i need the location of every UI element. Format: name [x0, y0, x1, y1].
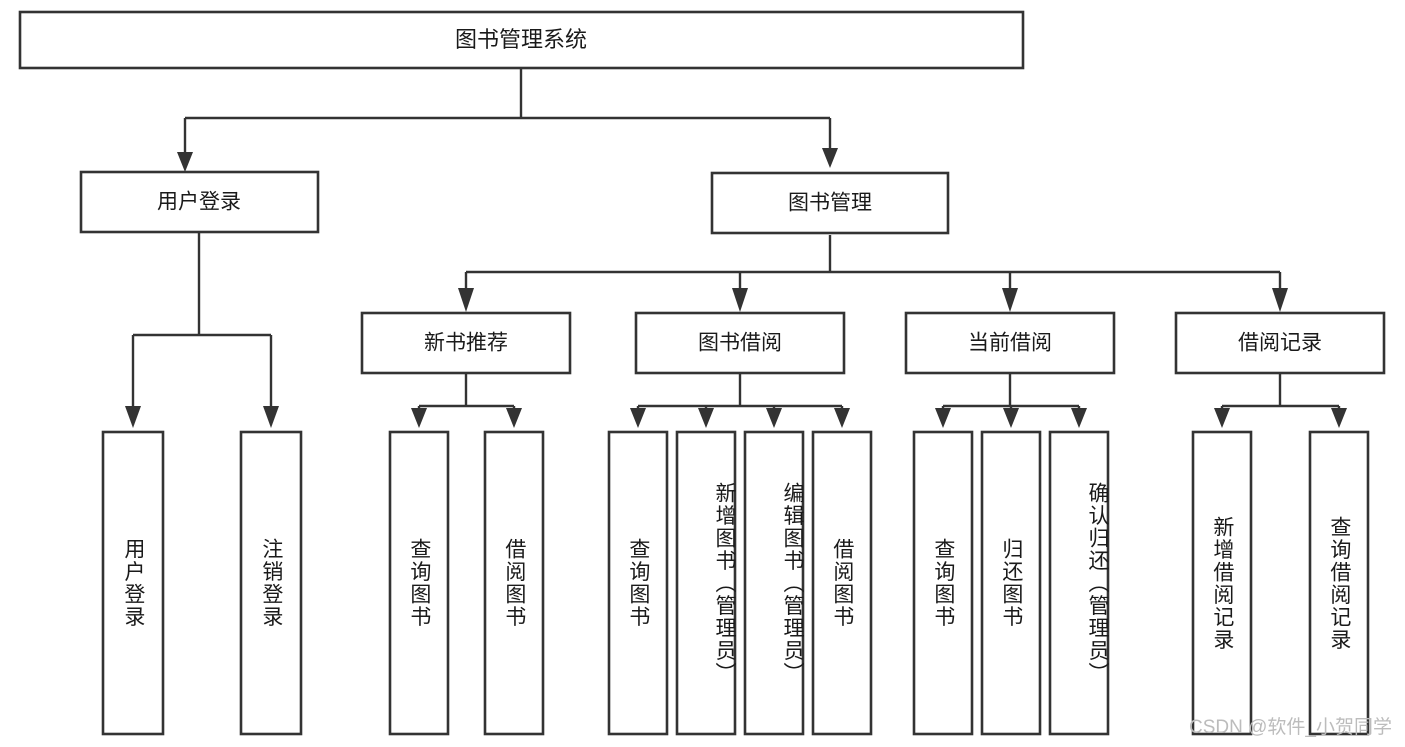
leaf-box-new-book-1[interactable] — [483, 430, 545, 736]
leaf-box-user-login-0[interactable] — [101, 430, 165, 736]
connector-current-borrow-branch — [935, 373, 1087, 428]
connector-root-bus — [177, 116, 838, 172]
leaf-box-book-borrow-3[interactable] — [811, 430, 873, 736]
leaf-box-current-borrow-2[interactable] — [1048, 430, 1110, 736]
leaf-box-book-borrow-1[interactable] — [675, 430, 737, 736]
leaf-box-user-login-1[interactable] — [239, 430, 303, 736]
leaf-box-borrow-record-0[interactable] — [1191, 430, 1253, 736]
node-user-login-label: 用户登录 — [157, 191, 241, 214]
node-new-book-recommend[interactable]: 新书推荐 — [360, 311, 572, 375]
node-root[interactable]: 图书管理系统 — [18, 10, 1025, 70]
node-borrow-records-label: 借阅记录 — [1238, 332, 1322, 355]
connector-book-manage-branch — [458, 235, 1288, 312]
connector-new-book-branch — [411, 373, 522, 428]
node-borrow-records[interactable]: 借阅记录 — [1174, 311, 1386, 375]
connector-user-login-branch — [125, 232, 279, 428]
leaf-box-new-book-0[interactable] — [388, 430, 450, 736]
node-book-borrow-label: 图书借阅 — [698, 332, 782, 355]
leaf-box-current-borrow-1[interactable] — [980, 430, 1042, 736]
csdn-watermark: CSDN @软件_小贺同学 — [1189, 717, 1392, 738]
leaf-box-book-borrow-2[interactable] — [743, 430, 805, 736]
connector-borrow-record-branch — [1214, 373, 1347, 428]
node-current-borrow-label: 当前借阅 — [968, 332, 1052, 355]
node-user-login[interactable]: 用户登录 — [79, 170, 320, 234]
node-current-borrow[interactable]: 当前借阅 — [904, 311, 1116, 375]
node-book-manage[interactable]: 图书管理 — [710, 171, 950, 235]
node-root-label: 图书管理系统 — [455, 27, 587, 52]
leaf-box-current-borrow-0[interactable] — [912, 430, 974, 736]
node-book-manage-label: 图书管理 — [788, 192, 872, 215]
leaf-box-book-borrow-0[interactable] — [607, 430, 669, 736]
node-book-borrow[interactable]: 图书借阅 — [634, 311, 846, 375]
node-new-book-recommend-label: 新书推荐 — [424, 332, 508, 355]
connector-book-borrow-branch — [630, 373, 850, 428]
leaf-box-borrow-record-1[interactable] — [1308, 430, 1370, 736]
